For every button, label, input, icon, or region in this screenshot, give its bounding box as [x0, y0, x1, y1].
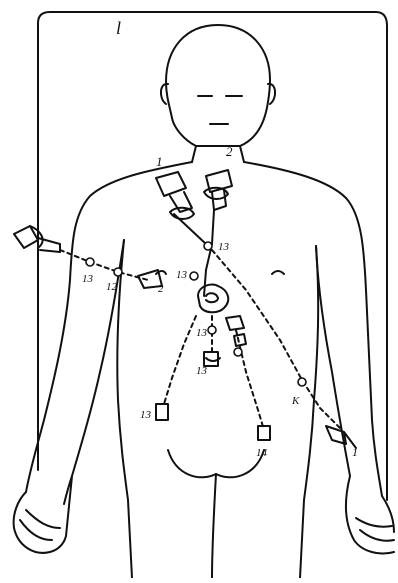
label-center-left: 13 [176, 269, 188, 281]
junction-node [86, 258, 94, 266]
right-nipple [272, 271, 284, 274]
label-center-upper: 13 [218, 241, 230, 253]
label-lower-left-vessel: 13 [140, 409, 152, 421]
right-arm-outer [244, 162, 382, 496]
table-frame [38, 12, 387, 500]
left-line-dashed [60, 250, 148, 280]
abdomen-curve [168, 450, 264, 477]
junction-node [208, 326, 216, 334]
label-tube-top-right: 2 [226, 144, 233, 159]
label-right-side: K [291, 395, 300, 407]
label-center-mid: 13 [196, 327, 208, 339]
corner-mark: l [116, 18, 121, 38]
junction-node [204, 242, 212, 250]
catheter-main-vertical [204, 210, 214, 296]
left-arm-inner [64, 240, 124, 504]
junction-node [190, 272, 198, 280]
collector-right [258, 426, 270, 440]
line-diagonal-right [212, 250, 340, 428]
tube-connector-right [206, 170, 232, 210]
collector-left [156, 404, 168, 420]
label-right-arm: 1 [352, 445, 358, 459]
reservoir-outer [198, 284, 228, 312]
neck-left [192, 146, 196, 162]
torso-right [300, 246, 318, 578]
junction-node [234, 348, 242, 356]
right-fingers [356, 518, 394, 541]
torso-left [117, 240, 132, 578]
label-left-side-b: 12 [106, 281, 118, 293]
neck-right [240, 146, 244, 162]
label-left-side-c: 2 [158, 283, 164, 295]
label-left-side-a: 13 [82, 273, 94, 285]
tube-connector-left [156, 172, 192, 212]
junction-node [114, 268, 122, 276]
label-tube-top-left: 1 [156, 154, 163, 169]
label-lower-right-vessel: 14 [256, 447, 268, 459]
reservoir-inner [206, 293, 218, 302]
line-to-lower-left [164, 316, 196, 404]
label-center-lower: 13 [196, 365, 208, 377]
head-outline [166, 25, 270, 146]
left-fingers [20, 510, 60, 540]
junction-node [298, 378, 306, 386]
left-hand [14, 476, 72, 553]
leg-gap [212, 474, 216, 578]
